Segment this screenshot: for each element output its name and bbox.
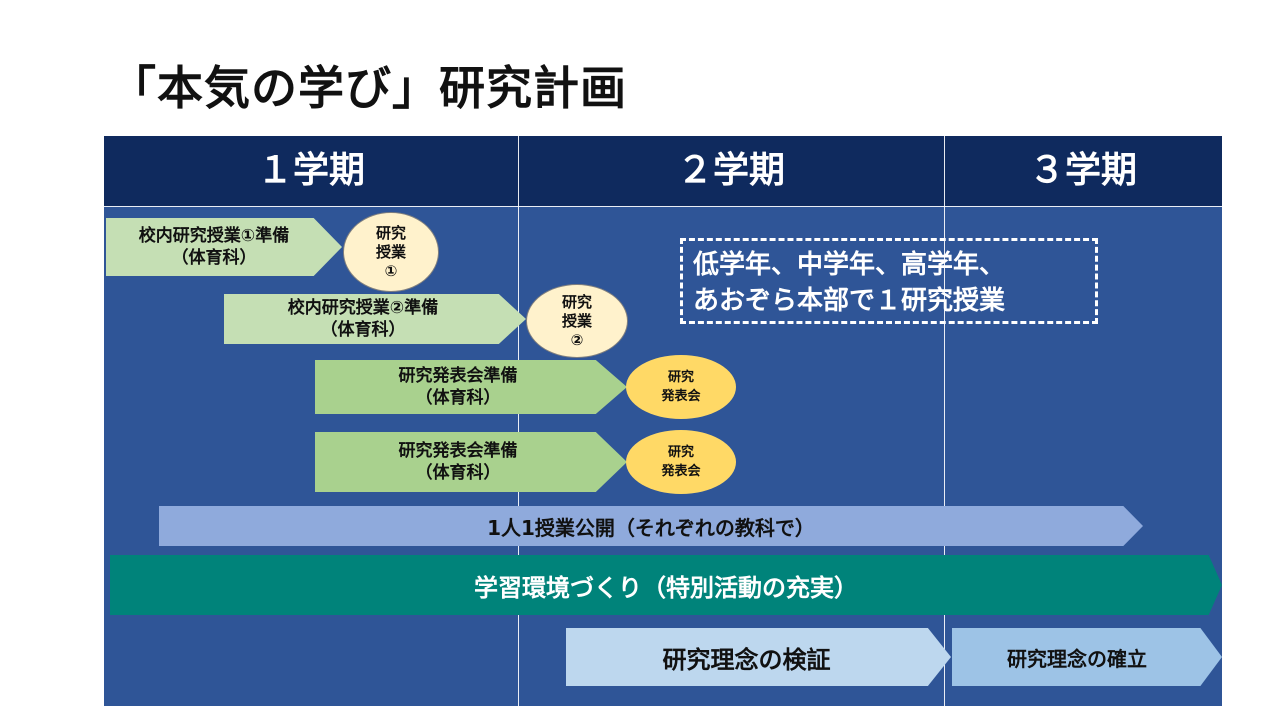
presentation-1-line2: 発表会 <box>661 389 701 404</box>
page-title: 「本気の学び」研究計画 <box>110 61 627 115</box>
establish-philosophy-label: 研究理念の確立 <box>1007 646 1147 671</box>
presentation-prep-1-arrow: 研究発表会準備 （体育科） <box>315 360 627 414</box>
prep-class-2-arrow: 校内研究授業②準備 （体育科） <box>224 294 526 344</box>
research-class-note: 低学年、中学年、高学年、 あおぞら本部で１研究授業 <box>680 238 1098 324</box>
prep-class-1-line1: 校内研究授業①準備 <box>138 226 290 246</box>
term-divider-1 <box>518 136 519 706</box>
presentation-prep-2-line1: 研究発表会準備 <box>398 441 518 461</box>
research-class-2-line3: ② <box>570 330 584 349</box>
learning-environment-arrow: 学習環境づくり（特別活動の充実） <box>110 555 1222 615</box>
note-line1: 低学年、中学年、高学年、 <box>693 250 1006 280</box>
term-divider-2 <box>944 136 945 706</box>
verify-philosophy-label: 研究理念の検証 <box>662 645 831 674</box>
prep-class-2-line2: （体育科） <box>320 320 406 340</box>
header-divider <box>104 206 1222 207</box>
presentation-prep-1-line2: （体育科） <box>415 388 501 408</box>
term-3-label: ３学期 <box>1028 150 1137 191</box>
research-class-1-line2: 授業 <box>375 242 406 261</box>
presentation-prep-1-line1: 研究発表会準備 <box>398 366 518 386</box>
research-class-1-circle: 研究 授業 ① <box>343 212 439 292</box>
presentation-1-line1: 研究 <box>667 370 694 385</box>
term-2-label: ２学期 <box>676 150 785 191</box>
research-class-2-circle: 研究 授業 ② <box>526 284 628 358</box>
research-class-2-line2: 授業 <box>561 311 592 330</box>
verify-philosophy-arrow: 研究理念の検証 <box>566 628 951 686</box>
presentation-prep-2-arrow: 研究発表会準備 （体育科） <box>315 432 627 492</box>
open-class-label: 1人1授業公開（それぞれの教科で） <box>487 515 815 540</box>
prep-class-1-line2: （体育科） <box>171 248 257 268</box>
presentation-2-circle: 研究 発表会 <box>626 430 736 494</box>
term-header: １学期 ２学期 ３学期 <box>104 136 1222 206</box>
presentation-2-line2: 発表会 <box>661 464 701 479</box>
open-class-arrow: 1人1授業公開（それぞれの教科で） <box>159 506 1143 546</box>
prep-class-2-line1: 校内研究授業②準備 <box>287 298 439 318</box>
establish-philosophy-arrow: 研究理念の確立 <box>952 628 1222 686</box>
research-class-2-line1: 研究 <box>561 292 592 311</box>
presentation-2-line1: 研究 <box>667 445 694 460</box>
note-line2: あおぞら本部で１研究授業 <box>693 286 1006 316</box>
research-class-1-line1: 研究 <box>375 223 406 242</box>
learning-environment-label: 学習環境づくり（特別活動の充実） <box>474 573 858 602</box>
prep-class-1-arrow: 校内研究授業①準備 （体育科） <box>106 218 342 276</box>
term-1-label: １学期 <box>256 150 365 191</box>
research-class-1-line3: ① <box>384 261 398 280</box>
presentation-prep-2-line2: （体育科） <box>415 463 501 483</box>
presentation-1-circle: 研究 発表会 <box>626 355 736 419</box>
